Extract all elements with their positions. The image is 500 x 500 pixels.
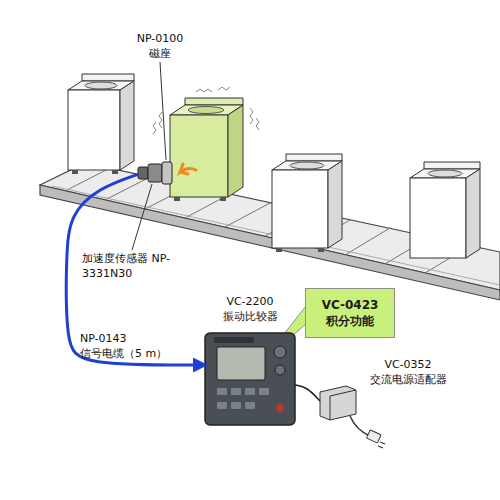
comparator-knob bbox=[274, 346, 286, 358]
adapter-body bbox=[320, 386, 356, 420]
comparator-button bbox=[217, 402, 227, 409]
machine-lid bbox=[428, 170, 462, 177]
cable bbox=[295, 385, 320, 401]
comparator-body bbox=[205, 333, 295, 425]
machine-lid bbox=[85, 82, 117, 89]
machine-side bbox=[120, 81, 134, 170]
adapter-edge bbox=[330, 390, 356, 420]
magnetic-base bbox=[162, 162, 172, 184]
comparator-brand bbox=[214, 337, 254, 343]
plug-pins bbox=[378, 442, 385, 448]
node-label: 加速度传感器 NP-3331N30 bbox=[82, 252, 182, 282]
machine-front bbox=[272, 170, 328, 248]
node-label: VC-2200 振动比较器 bbox=[205, 295, 295, 325]
cable-label: NP-0143 信号电缆（5 m） bbox=[80, 332, 172, 362]
comparator-lamp bbox=[276, 404, 284, 412]
machine-backsplash bbox=[185, 98, 243, 105]
power-cord bbox=[350, 416, 370, 436]
machine-front bbox=[170, 115, 228, 197]
machine-front bbox=[68, 90, 120, 170]
ac-adapter: VC-0352 交流电源适配器 bbox=[318, 385, 358, 421]
comparator-knob bbox=[275, 365, 285, 375]
feature-callout: VC-0423 积分功能 bbox=[305, 288, 395, 338]
machine-foot bbox=[276, 248, 282, 252]
conveyor-top bbox=[40, 163, 500, 290]
vibration-comparator: VC-2200 振动比较器 bbox=[205, 333, 295, 425]
comparator-button bbox=[259, 388, 269, 395]
machine-foot bbox=[220, 197, 226, 201]
machine-backsplash bbox=[424, 162, 480, 169]
machine-front bbox=[410, 178, 466, 258]
accelerometer-body bbox=[148, 164, 162, 182]
comparator-button bbox=[231, 388, 241, 395]
leader-line bbox=[160, 62, 166, 160]
cable bbox=[66, 174, 205, 365]
node-label: VC-0423 积分功能 bbox=[306, 297, 394, 329]
comparator-button bbox=[245, 388, 255, 395]
machine-backsplash bbox=[82, 74, 134, 81]
machine-side bbox=[328, 161, 342, 248]
machine-lid bbox=[290, 162, 324, 169]
machine-foot bbox=[174, 197, 180, 201]
machine-side bbox=[228, 105, 243, 197]
leader-line bbox=[132, 184, 152, 250]
comparator-screen bbox=[217, 347, 265, 380]
vibration-marks bbox=[153, 87, 259, 134]
part-name: NP-0100 磁座 bbox=[130, 32, 190, 62]
machine-lid bbox=[188, 107, 224, 114]
comparator-button bbox=[245, 402, 255, 409]
node-label: VC-0352 交流电源适配器 bbox=[363, 358, 453, 388]
accelerometer: 加速度传感器 NP-3331N30 bbox=[138, 160, 184, 186]
machine-foot bbox=[112, 170, 118, 174]
comparator-button bbox=[231, 402, 241, 409]
power-plug bbox=[366, 430, 381, 443]
machine-foot bbox=[318, 248, 324, 252]
comparator-button bbox=[217, 388, 227, 395]
mount-arrow bbox=[180, 164, 196, 174]
machine-side bbox=[466, 169, 480, 258]
sensor-connector bbox=[138, 167, 148, 179]
machine-backsplash bbox=[286, 154, 342, 161]
machine-foot bbox=[72, 170, 78, 174]
